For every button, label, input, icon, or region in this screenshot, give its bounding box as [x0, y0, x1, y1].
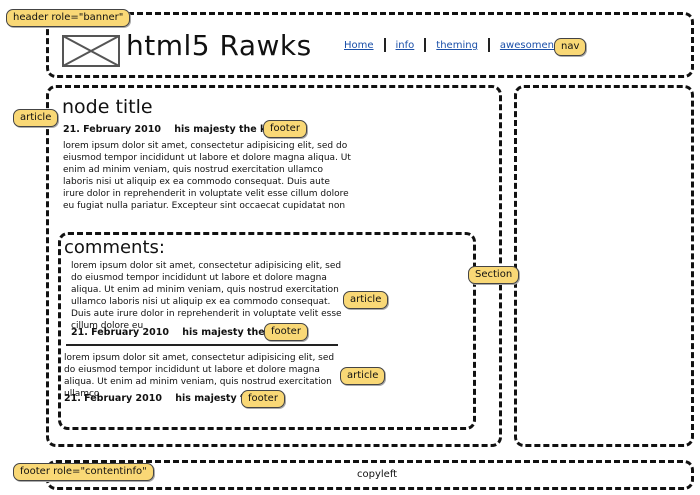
section-tag: Section [468, 266, 520, 284]
nav-item-theming[interactable]: theming [436, 39, 478, 51]
nav-separator [383, 38, 386, 52]
article-footer-tag: footer [263, 120, 307, 138]
comment-date: 21. February 2010 [64, 393, 162, 404]
comment-author: his majesty the ki [175, 393, 271, 404]
comment-date: 21. February 2010 [71, 327, 169, 338]
header-role-tag: header role="banner" [6, 9, 131, 27]
comment-body: lorem ipsum dolor sit amet, consectetur … [71, 261, 342, 331]
comment-article-tag: article [340, 367, 386, 385]
comment-footer-tag: footer [264, 323, 308, 341]
main-nav: Home info theming awesomeness [344, 38, 571, 52]
comment-article-tag: article [343, 291, 389, 309]
site-title: html5 Rawks [126, 29, 312, 62]
nav-item-awesomeness[interactable]: awesomeness [499, 39, 571, 51]
comment-body: lorem ipsum dolor sit amet, consectetur … [64, 353, 335, 399]
comment-footer-tag: footer [241, 390, 285, 408]
article-date: 21. February 2010 [63, 124, 161, 135]
footer-text: copyleft [357, 469, 398, 480]
comments-title: comments: [64, 237, 165, 258]
comment-meta: 21. February 2010 his majesty the ki [64, 393, 271, 404]
nav-item-info[interactable]: info [395, 39, 415, 51]
comment-author: his majesty the king [182, 327, 292, 338]
section-box [58, 232, 476, 430]
node-title: node title [62, 96, 153, 118]
article-body: lorem ipsum dolor sit amet, consectetur … [63, 141, 351, 211]
comment-divider [66, 344, 338, 346]
comment-meta: 21. February 2010 his majesty the king [71, 327, 291, 338]
header-box [46, 12, 694, 78]
logo-placeholder-icon [62, 35, 120, 67]
article-meta: 21. February 2010 his majesty the king [63, 124, 283, 135]
article-tag: article [13, 109, 59, 127]
article-author: his majesty the king [174, 124, 284, 135]
footer-role-tag: footer role="contentinfo" [13, 463, 154, 481]
nav-separator [424, 38, 427, 52]
nav-tag: nav [554, 38, 587, 56]
nav-item-home[interactable]: Home [344, 39, 374, 51]
nav-separator [487, 38, 490, 52]
sidebar-box [514, 85, 694, 447]
